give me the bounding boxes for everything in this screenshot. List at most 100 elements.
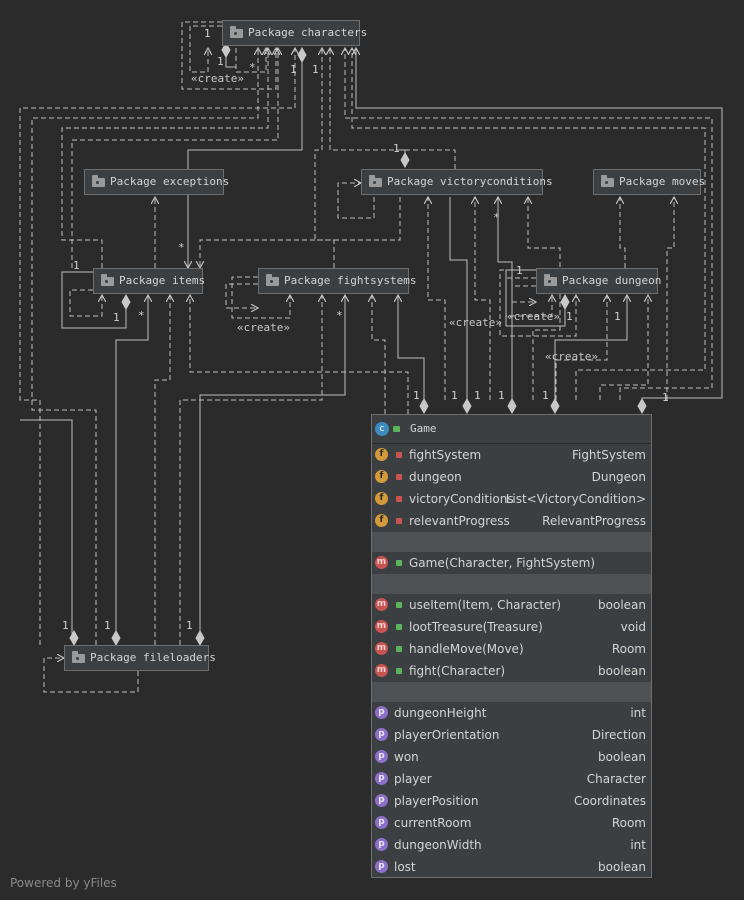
edge-game-fightsystems [372, 295, 386, 414]
property-icon: p [375, 750, 388, 763]
property-row[interactable]: p lost boolean [372, 856, 651, 878]
property-type: boolean [598, 750, 646, 764]
constructor-row[interactable]: m Game(Character, FightSystem) [372, 552, 651, 574]
comp-game-victory-2 [498, 197, 513, 406]
multiplicity-label: 1 [186, 619, 193, 632]
field-name: victoryConditions [409, 492, 514, 506]
property-icon: p [375, 772, 388, 785]
class-icon: c [375, 422, 389, 436]
diamond-characters-1 [297, 46, 307, 64]
package-dungeon[interactable]: Package dungeon [536, 268, 661, 294]
package-label: Package characters [248, 26, 368, 39]
multiplicity-label: 1 [113, 311, 120, 324]
diamond-fileloaders-3 [195, 629, 205, 647]
multiplicity-label: * [336, 309, 343, 322]
method-return-type: Room [611, 642, 646, 656]
package-label: Package victoryconditions [387, 175, 553, 188]
property-row[interactable]: p currentRoom Room [372, 812, 651, 834]
field-row[interactable]: f fightSystem FightSystem [372, 444, 651, 466]
property-row[interactable]: p won boolean [372, 746, 651, 768]
class-header: c Game [372, 415, 651, 444]
package-fightsystems[interactable]: Package fightsystems [258, 268, 416, 294]
edge-items-self [69, 289, 102, 317]
folder-icon [101, 274, 114, 286]
multiplicity-label: 1 [290, 63, 297, 76]
package-moves[interactable]: Package moves [593, 169, 705, 195]
folder-icon [601, 175, 614, 187]
public-lock-icon [396, 560, 402, 566]
method-row[interactable]: m fight(Character) boolean [372, 660, 651, 682]
folder-icon [92, 175, 105, 187]
public-lock-icon [396, 668, 402, 674]
property-name: currentRoom [394, 816, 472, 830]
edge-game-moves [666, 197, 674, 400]
field-name: fightSystem [409, 448, 482, 462]
comp-game-fightsystems [398, 295, 425, 406]
edge-dungeon-moves [620, 197, 626, 268]
package-label: Package fightsystems [284, 274, 417, 287]
edge-items-characters [71, 48, 278, 268]
property-row[interactable]: p dungeonWidth int [372, 834, 651, 856]
edge-game-victory [428, 197, 446, 400]
edge-game-victory-2 [475, 197, 491, 400]
class-game[interactable]: c Game f fightSystem FightSystem f dunge… [371, 414, 652, 878]
field-row[interactable]: f dungeon Dungeon [372, 466, 651, 488]
multiplicity-label: 1 [413, 389, 420, 402]
method-icon: m [375, 664, 388, 677]
field-row[interactable]: f relevantProgress RelevantProgress [372, 510, 651, 532]
method-row[interactable]: m useItem(Item, Character) boolean [372, 594, 651, 616]
edge-victory-items [200, 197, 401, 268]
property-type: int [630, 838, 646, 852]
property-name: lost [394, 860, 416, 874]
edge-fileloaders-fightsystems [179, 295, 322, 645]
package-exceptions[interactable]: Package exceptions [84, 169, 229, 195]
edge-fileloaders-characters [31, 48, 258, 645]
edge-characters-self-1 [189, 25, 222, 73]
property-icon: p [375, 728, 388, 741]
property-row[interactable]: p player Character [372, 768, 651, 790]
package-items[interactable]: Package items [93, 268, 205, 294]
constructor-signature: Game(Character, FightSystem) [409, 556, 595, 570]
comp-fileloaders-items [115, 295, 148, 640]
edge-game-characters-2 [352, 48, 706, 400]
multiplicity-label: 1 [204, 27, 211, 40]
property-icon: p [375, 838, 388, 851]
multiplicity-label: 1 [62, 619, 69, 632]
folder-icon [230, 26, 243, 38]
property-name: playerPosition [394, 794, 479, 808]
edge-fileloaders-self [43, 658, 139, 693]
powered-by-footer: Powered by yFiles [10, 876, 117, 890]
public-visibility-icon [393, 426, 400, 432]
property-row[interactable]: p dungeonHeight int [372, 702, 651, 724]
property-row[interactable]: p playerPosition Coordinates [372, 790, 651, 812]
package-victoryconditions[interactable]: Package victoryconditions [361, 169, 553, 195]
class-title: Game [410, 422, 437, 435]
public-lock-icon [396, 624, 402, 630]
field-icon: f [375, 492, 388, 505]
method-icon: m [375, 556, 388, 569]
field-row[interactable]: f victoryConditions List<VictoryConditio… [372, 488, 651, 510]
property-icon: p [375, 794, 388, 807]
private-lock-icon [396, 496, 402, 502]
private-lock-icon [396, 518, 402, 524]
method-icon: m [375, 598, 388, 611]
property-row[interactable]: p playerOrientation Direction [372, 724, 651, 746]
public-lock-icon [396, 646, 402, 652]
multiplicity-label: * [138, 309, 145, 322]
package-characters[interactable]: Package characters [222, 20, 367, 46]
diamond-game-1 [419, 397, 429, 415]
multiplicity-label: 1 [104, 619, 111, 632]
multiplicity-label: 1 [312, 63, 319, 76]
comp-fileloaders-characters [20, 419, 73, 640]
comp-items-self [61, 271, 127, 329]
diamond-characters-self [221, 41, 231, 59]
diamond-items [121, 293, 131, 311]
method-row[interactable]: m lootTreasure(Treasure) void [372, 616, 651, 638]
properties-section: p dungeonHeight int p playerOrientation … [372, 702, 651, 878]
private-lock-icon [396, 474, 402, 480]
comp-fileloaders-fightsystems [199, 295, 345, 640]
property-name: dungeonHeight [394, 706, 487, 720]
diamond-fileloaders-2 [111, 629, 121, 647]
package-fileloaders[interactable]: Package fileloaders [64, 645, 216, 671]
method-row[interactable]: m handleMove(Move) Room [372, 638, 651, 660]
